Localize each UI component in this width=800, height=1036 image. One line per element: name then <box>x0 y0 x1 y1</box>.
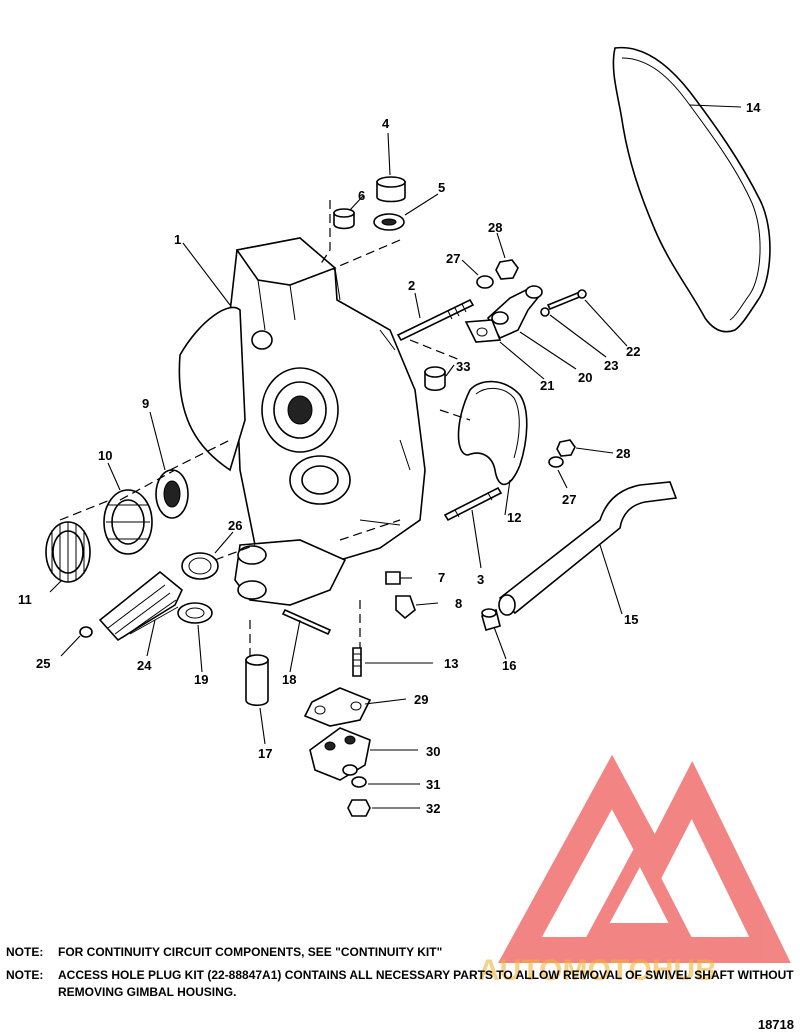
callout-23: 23 <box>604 358 618 373</box>
watermark-text: AUTOMOTOHUB <box>478 954 717 987</box>
part-27-washer-lower <box>548 456 564 468</box>
note-1: NOTE: FOR CONTINUITY CIRCUIT COMPONENTS,… <box>6 944 796 961</box>
part-13-stud <box>352 647 362 677</box>
callout-2: 2 <box>408 278 415 293</box>
part-11-bearing <box>45 521 91 583</box>
note-1-text: FOR CONTINUITY CIRCUIT COMPONENTS, SEE "… <box>58 945 443 959</box>
callout-16: 16 <box>502 658 516 673</box>
part-3-stud <box>443 486 503 522</box>
callout-4: 4 <box>382 116 390 131</box>
part-2-stud <box>396 298 475 342</box>
callout-18: 18 <box>282 672 296 687</box>
callout-26: 26 <box>228 518 242 533</box>
callout-1: 1 <box>174 232 181 247</box>
callout-13: 13 <box>444 656 458 671</box>
part-33-plug <box>424 366 446 392</box>
part-17-pivot-pin <box>245 654 269 707</box>
figure-number: 18718 <box>757 1017 794 1032</box>
leader-lines <box>49 104 742 809</box>
callout-19: 19 <box>194 672 208 687</box>
part-31-washer <box>351 776 367 788</box>
part-23-washer <box>540 307 550 317</box>
part-15-hose <box>498 481 678 616</box>
part-14-gasket <box>612 46 771 333</box>
callout-11: 11 <box>18 592 32 607</box>
part-30-block <box>309 727 371 781</box>
part-6-bushing <box>333 208 355 230</box>
callout-21: 21 <box>540 378 554 393</box>
callout-20: 20 <box>578 370 592 385</box>
callout-22: 22 <box>626 344 640 359</box>
callout-14: 14 <box>746 100 761 115</box>
callout-9: 9 <box>142 396 149 411</box>
callout-27: 27 <box>446 251 460 266</box>
part-1-gimbal-housing <box>178 237 426 606</box>
callout-33: 33 <box>456 359 470 374</box>
callout-10: 10 <box>98 448 112 463</box>
part-10-bearing-carrier <box>103 489 153 555</box>
callout-30: 30 <box>426 744 440 759</box>
callout-28: 28 <box>488 220 502 235</box>
callout-17: 17 <box>258 746 272 761</box>
part-18-pin <box>281 608 332 636</box>
part-9-seal <box>155 469 189 519</box>
callout-24: 24 <box>137 658 152 673</box>
callout-29: 29 <box>414 692 428 707</box>
callout-31: 31 <box>426 777 440 792</box>
part-25-clamp <box>79 626 93 638</box>
callout-25: 25 <box>36 656 50 671</box>
part-28-nut-upper <box>495 259 519 280</box>
part-21-gasket <box>464 319 502 343</box>
part-12-hose <box>457 380 528 486</box>
part-26-clamp <box>181 552 219 580</box>
watermark-logo <box>498 754 791 963</box>
part-28-nut-lower <box>556 439 576 457</box>
part-22-screw <box>546 289 587 311</box>
note-2-text: ACCESS HOLE PLUG KIT (22-88847A1) CONTAI… <box>58 968 794 999</box>
part-5-seal <box>373 213 405 231</box>
note-2: NOTE: ACCESS HOLE PLUG KIT (22-88847A1) … <box>6 967 796 1001</box>
callout-3: 3 <box>477 572 484 587</box>
callout-8: 8 <box>455 596 462 611</box>
part-32-nut <box>347 799 371 817</box>
callout-12: 12 <box>507 510 521 525</box>
callout-5: 5 <box>438 180 445 195</box>
part-16-fitting <box>481 608 501 631</box>
callout-6: 6 <box>358 188 365 203</box>
notes-section: NOTE: FOR CONTINUITY CIRCUIT COMPONENTS,… <box>6 944 796 1001</box>
callout-15: 15 <box>624 612 638 627</box>
part-27-washer-upper <box>476 275 494 289</box>
note-2-label: NOTE: <box>6 968 44 982</box>
part-29-gasket <box>303 687 372 727</box>
callout-7: 7 <box>438 570 445 585</box>
callout-27-lower: 27 <box>562 492 576 507</box>
part-8-clip <box>395 595 416 620</box>
callout-32: 32 <box>426 801 440 816</box>
part-19-washer <box>177 602 213 624</box>
part-24-bellows <box>98 570 183 642</box>
part-20-fitting <box>486 285 543 340</box>
note-1-label: NOTE: <box>6 945 44 959</box>
callout-28-lower: 28 <box>616 446 630 461</box>
part-4-cap <box>376 176 406 203</box>
part-7-bolt <box>385 571 401 585</box>
